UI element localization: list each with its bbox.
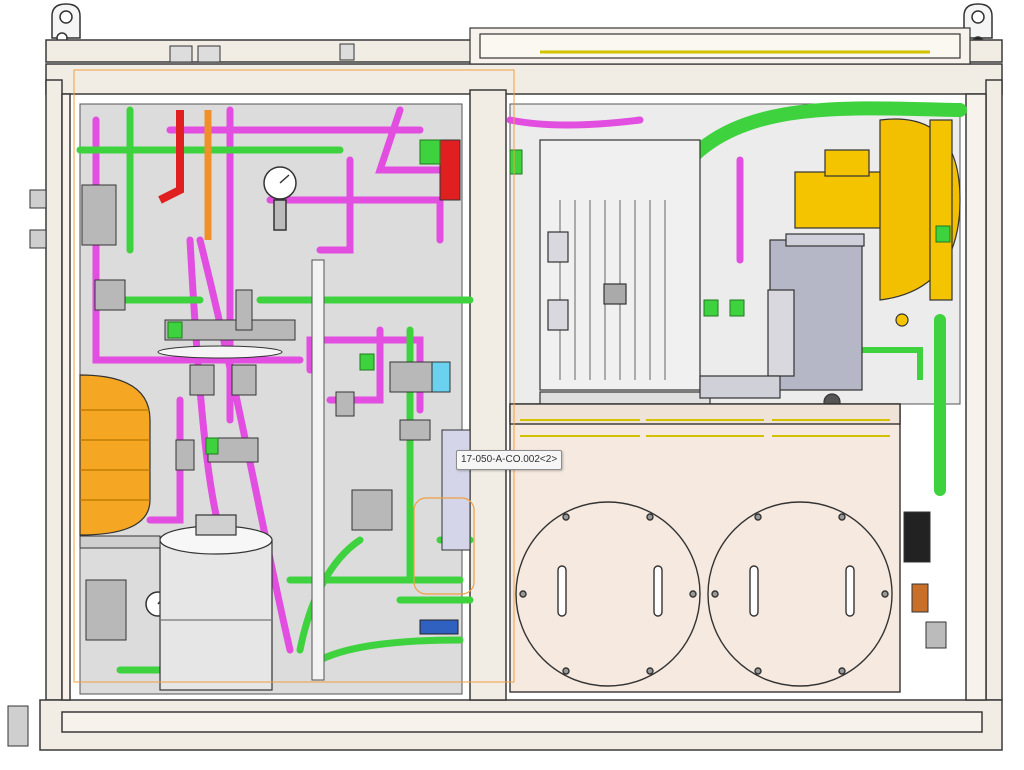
dipstick (311, 259, 325, 681)
solenoid-valve[interactable] (419, 619, 459, 635)
pressure-gauge (263, 166, 297, 231)
return-hose-small[interactable] (860, 347, 923, 380)
relief-valve[interactable] (158, 110, 461, 240)
selection-box (73, 69, 515, 683)
inspection-cover-right[interactable] (707, 501, 893, 687)
filter-housing[interactable] (159, 514, 273, 691)
external-fittings (7, 189, 47, 747)
top-connectors (169, 43, 355, 63)
main-electric-motor[interactable] (533, 139, 711, 423)
lifting-eye-left (51, 3, 81, 44)
manifold-plate (157, 345, 283, 359)
level-switch[interactable] (903, 511, 947, 649)
accumulator[interactable] (79, 374, 151, 536)
cooler-fan-motor[interactable] (794, 118, 961, 327)
component-tooltip: 17-050-A-CO.002<2> (456, 450, 563, 470)
inspection-cover-left[interactable] (515, 501, 701, 687)
top-cover (469, 27, 971, 65)
pump-motor[interactable] (699, 233, 865, 411)
selected-component[interactable] (413, 497, 475, 595)
accumulator-base (79, 535, 161, 549)
fittings (167, 139, 951, 455)
